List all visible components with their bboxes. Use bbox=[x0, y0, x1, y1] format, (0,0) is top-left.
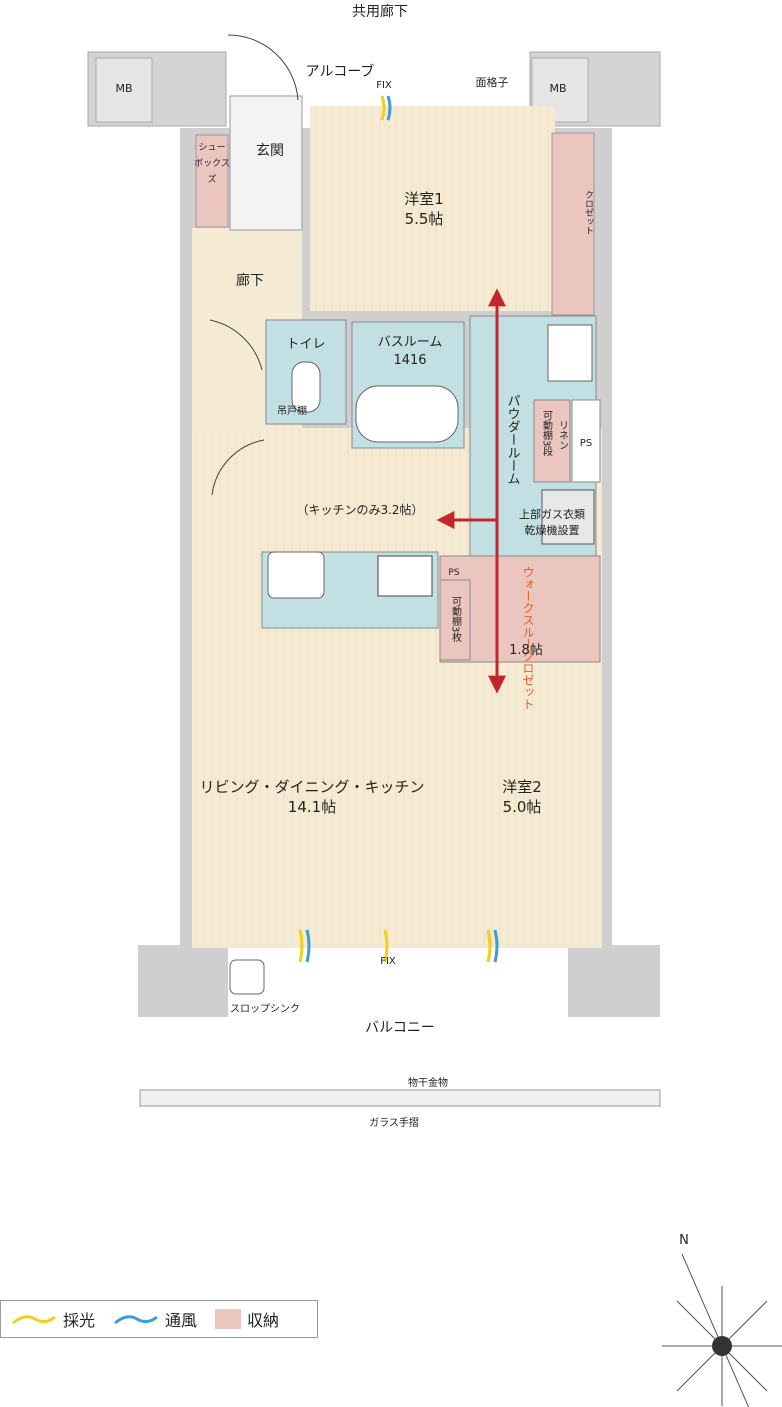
lattice-label: 面格子 bbox=[476, 75, 509, 89]
shoe-box-label-3: ズ bbox=[207, 173, 216, 185]
bath-name: バスルーム bbox=[378, 335, 443, 350]
alcove-label: アルコーブ bbox=[306, 63, 375, 80]
kitchen-only-label: （キッチンのみ3.2帖） bbox=[296, 502, 423, 517]
shoe-box-label-2: ボックス bbox=[194, 158, 230, 169]
passage-arrows bbox=[436, 288, 506, 694]
corridor-label: 共用廊下 bbox=[352, 3, 408, 20]
legend-storage: 収納 bbox=[215, 1307, 279, 1331]
dryer-label-2: 乾燥機設置 bbox=[525, 523, 580, 537]
compass-north-label: N bbox=[679, 1233, 689, 1248]
walk-through-closet-label: ウォークスルークロゼット bbox=[521, 566, 535, 710]
ldk-size: 14.1帖 bbox=[288, 798, 336, 816]
legend-light-label: 採光 bbox=[63, 1311, 96, 1330]
bath-size: 1416 bbox=[393, 353, 426, 368]
adjustable-shelf-label: 可動棚3段 bbox=[541, 410, 553, 457]
drying-hardware-label: 物干金物 bbox=[408, 1076, 448, 1089]
storage-swatch-icon bbox=[215, 1309, 242, 1329]
shelf-3-sheets-label: 可動棚3枚 bbox=[450, 596, 462, 643]
fix-bottom-label: FIX bbox=[380, 956, 396, 967]
toilet-label: トイレ bbox=[286, 337, 325, 352]
powder-room-label: パウダールーム bbox=[505, 394, 521, 485]
window-marks bbox=[298, 95, 499, 963]
hanging-shelf-label: 吊戸棚 bbox=[277, 404, 307, 417]
balcony-label: バルコニー bbox=[365, 1020, 435, 1036]
legend-light: 採光 bbox=[11, 1307, 95, 1331]
shoe-box-label-1: シュー bbox=[198, 143, 225, 153]
hallway-label: 廊下 bbox=[236, 272, 264, 289]
room-labels: 共用廊下 アルコーブ FIX 面格子 MB MB 玄関 シュー ボックス ズ 廊… bbox=[115, 3, 688, 1248]
ventilation-wave-icon bbox=[114, 1315, 158, 1325]
wtc-size-label: 1.8帖 bbox=[509, 643, 543, 658]
legend-storage-label: 収納 bbox=[247, 1311, 280, 1330]
mb-left-label: MB bbox=[115, 82, 132, 95]
glass-handrail-label: ガラス手摺 bbox=[369, 1116, 419, 1129]
light-wave-icon bbox=[12, 1315, 56, 1325]
fixtures bbox=[209, 34, 595, 995]
dryer-label-1: 上部ガス衣類 bbox=[519, 507, 585, 521]
compass-rose bbox=[662, 1253, 782, 1407]
legend-ventilation-label: 通風 bbox=[165, 1311, 198, 1330]
entrance-label: 玄関 bbox=[256, 142, 284, 159]
slop-sink-label: スロップシンク bbox=[230, 1003, 300, 1015]
room1-size: 5.5帖 bbox=[405, 210, 444, 228]
room1-name: 洋室1 bbox=[404, 190, 444, 208]
room2-name: 洋室2 bbox=[502, 778, 542, 796]
linen-label: リネン bbox=[557, 420, 569, 450]
closet-label: クロゼット bbox=[583, 190, 594, 235]
ps-kitchen-label: PS bbox=[448, 568, 459, 578]
fix-top-label: FIX bbox=[376, 80, 392, 91]
legend: 採光 通風 収納 bbox=[0, 1300, 318, 1338]
mb-right-label: MB bbox=[549, 82, 566, 95]
ldk-name: リビング・ダイニング・キッチン bbox=[199, 778, 424, 796]
room2-size: 5.0帖 bbox=[503, 798, 542, 816]
legend-ventilation: 通風 bbox=[113, 1307, 197, 1331]
ps-right-label: PS bbox=[580, 438, 592, 449]
